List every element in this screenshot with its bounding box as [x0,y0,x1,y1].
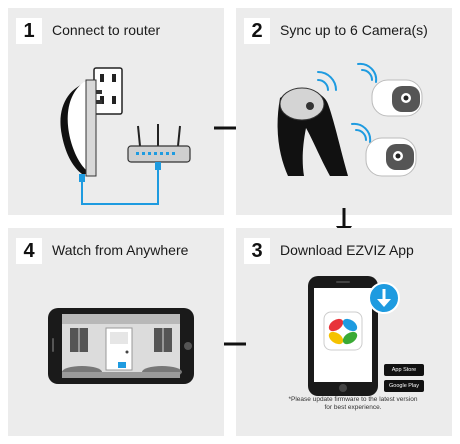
step-3-number: 3 [244,238,270,264]
step-1-title: Connect to router [52,22,161,38]
hub-icon [60,79,102,177]
step-4-number: 4 [16,238,42,264]
step-1-number: 1 [16,18,42,44]
step-4-title: Watch from Anywhere [52,242,189,258]
wifi-icon [317,62,378,143]
step-2-panel: 2 Sync up to 6 Camera(s) [236,8,452,215]
step-4-panel: 4 Watch from Anywhere [8,228,224,436]
router-icon [127,124,191,163]
download-app-illustration [308,276,400,396]
app-icon [323,311,363,351]
live-view-scene [62,314,182,378]
sync-cameras-illustration [277,62,423,177]
step-3-title: Download EZVIZ App [280,242,414,258]
step-1-panel: 1 Connect to router [8,8,224,215]
firmware-footnote: *Please update firmware to the latest ve… [288,396,418,411]
hub-icon [277,87,348,176]
step-3-panel: 3 Download EZVIZ App [236,228,452,436]
watch-anywhere-illustration [48,308,194,384]
google-play-badge: Google Play [384,380,424,392]
app-store-badge: App Store [384,364,424,376]
step-2-title: Sync up to 6 Camera(s) [280,22,428,38]
camera-icon [365,137,417,177]
download-icon [368,282,400,314]
camera-icon [371,79,423,117]
connect-router-illustration [60,67,191,205]
step-2-number: 2 [244,18,270,44]
